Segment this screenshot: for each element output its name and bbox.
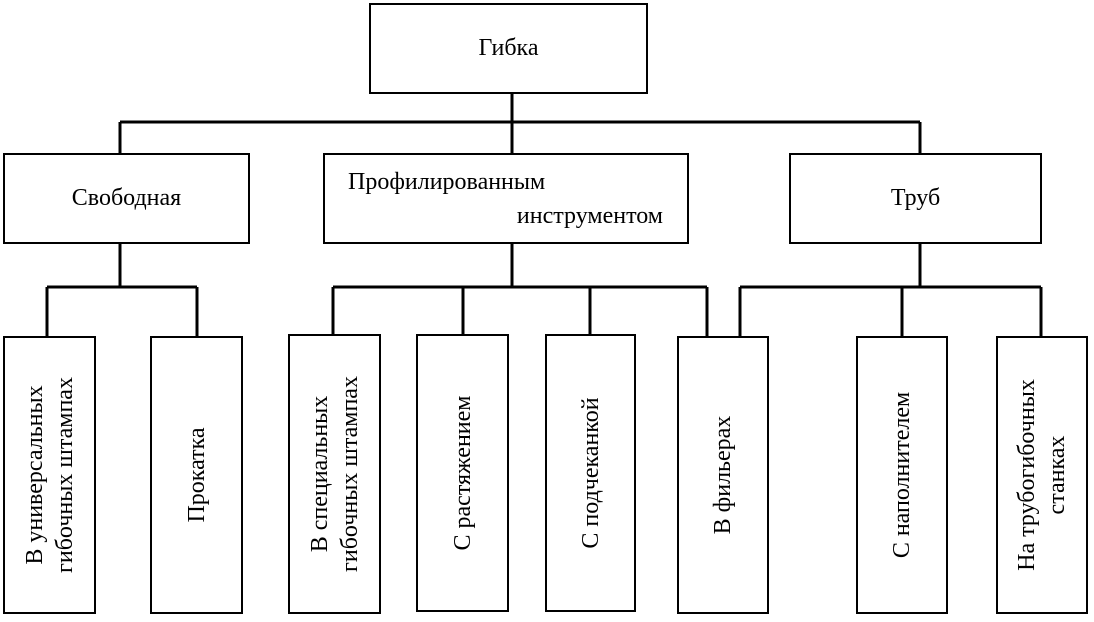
leaf-stretching-line1: С растяжением xyxy=(449,395,476,551)
leaf-dies-filiera: В фильерах xyxy=(677,336,769,614)
leaf-filler-label: С наполнителем xyxy=(887,392,917,558)
leaf-universal-dies-line2: гибочных штампах xyxy=(51,377,78,573)
leaf-stretching: С растяжением xyxy=(416,334,509,612)
leaf-caulking-label: С подчеканкой xyxy=(576,397,606,548)
leaf-filler: С наполнителем xyxy=(856,336,948,614)
leaf-special-dies-line1: В специальных xyxy=(306,395,333,553)
leaf-special-dies: В специальных гибочных штампах xyxy=(288,334,381,614)
leaf-tube-bending-machines-label: На трубогибочных станках xyxy=(1012,379,1072,571)
root-label: Гибка xyxy=(478,35,539,61)
leaf-special-dies-line2: гибочных штампах xyxy=(336,376,363,572)
category-profiled-tool-line1: Профилированным xyxy=(348,169,546,195)
leaf-rolling-line1: Прокатка xyxy=(183,427,210,523)
category-pipes-label: Труб xyxy=(890,185,941,211)
leaf-filler-line1: С наполнителем xyxy=(889,391,915,559)
leaf-universal-dies-line1: В универсальных xyxy=(21,385,48,565)
leaf-caulking: С подчеканкой xyxy=(545,334,636,612)
leaf-tube-bending-machines: На трубогибочных станках xyxy=(996,336,1088,614)
leaf-dies-filiera-line1: В фильерах xyxy=(710,415,736,535)
leaf-stretching-label: С растяжением xyxy=(448,396,478,551)
category-free: Свободная xyxy=(3,153,250,244)
leaf-dies-filiera-label: В фильерах xyxy=(708,416,738,535)
leaf-universal-dies-label: В универсальных гибочных штампах xyxy=(20,377,80,573)
category-profiled-tool-line2: инструментом xyxy=(516,203,663,229)
leaf-special-dies-label: В специальных гибочных штампах xyxy=(305,376,365,572)
leaf-caulking-line1: С подчеканкой xyxy=(577,397,604,549)
category-free-label: Свободная xyxy=(71,185,182,211)
category-pipes: Труб xyxy=(789,153,1042,244)
leaf-rolling-label: Прокатка xyxy=(182,427,212,522)
root-node: Гибка xyxy=(369,3,648,94)
category-profiled-tool: Профилированным инструментом xyxy=(323,153,689,244)
leaf-universal-dies: В универсальных гибочных штампах xyxy=(3,336,96,614)
leaf-tube-bending-machines-line1: На трубогибочных xyxy=(1014,379,1040,571)
leaf-tube-bending-machines-line2: станках xyxy=(1044,435,1070,515)
leaf-rolling: Прокатка xyxy=(150,336,243,614)
